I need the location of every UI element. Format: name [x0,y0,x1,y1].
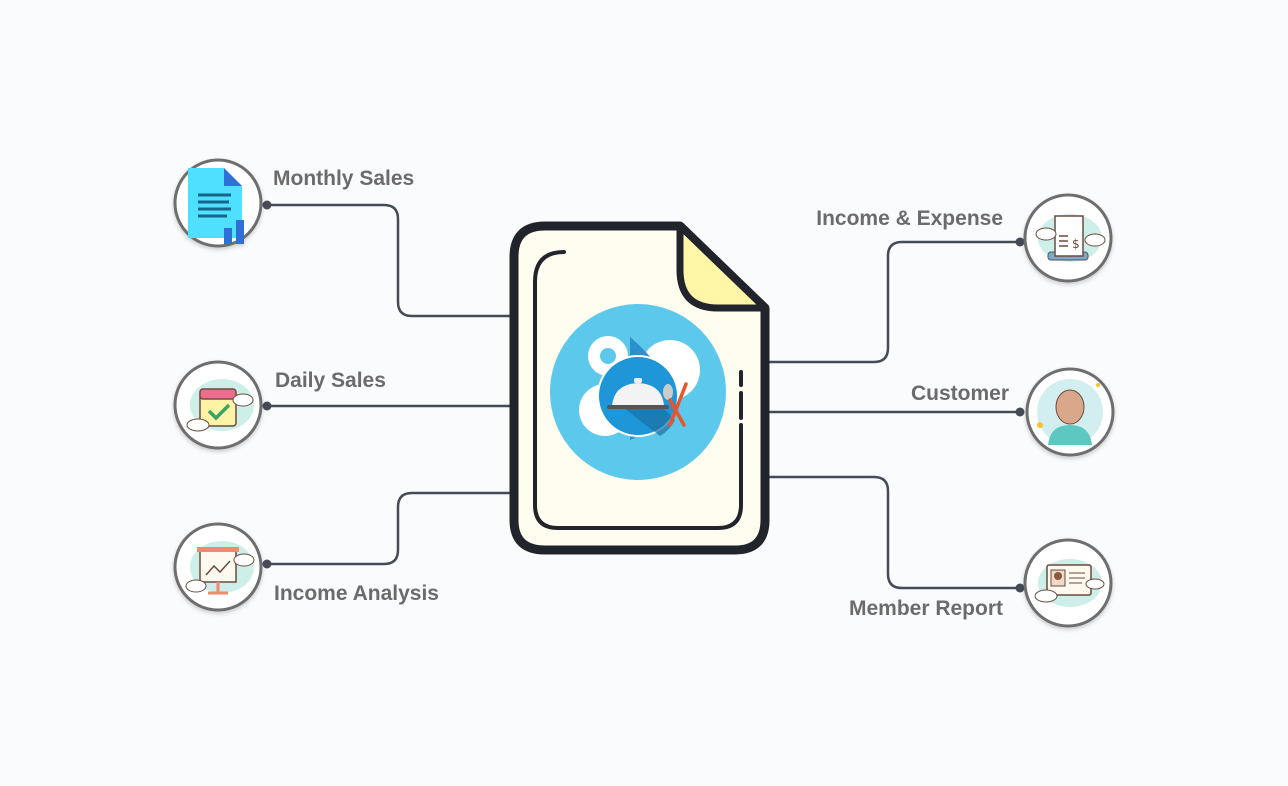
income-expense-icon: $ [1023,193,1113,283]
connector-dot [1015,583,1025,593]
member-report-icon [1023,538,1113,628]
label-income-expense: Income & Expense [816,207,1003,230]
connector-member-report [764,475,1020,590]
connector-dot [1015,237,1025,247]
customer-icon [1025,367,1115,457]
monthly-sales-icon [173,158,263,248]
connector-income-analysis [267,491,512,566]
label-income-analysis: Income Analysis [274,582,439,605]
restaurant-management-document-icon [509,221,770,555]
connector-dot [262,559,272,569]
label-daily-sales: Daily Sales [275,369,386,392]
connector-income-expense [764,240,1020,364]
svg-text:$: $ [1072,237,1080,251]
connectors [267,203,1020,590]
label-monthly-sales: Monthly Sales [273,167,415,190]
income-analysis-icon [173,522,263,612]
label-member-report: Member Report [848,597,1003,620]
connector-monthly-sales [267,203,512,318]
daily-sales-icon [173,360,263,450]
connector-dot [1015,407,1025,417]
connector-dot [262,401,272,411]
connector-dot [262,200,272,210]
label-customer: Customer [910,382,1009,405]
